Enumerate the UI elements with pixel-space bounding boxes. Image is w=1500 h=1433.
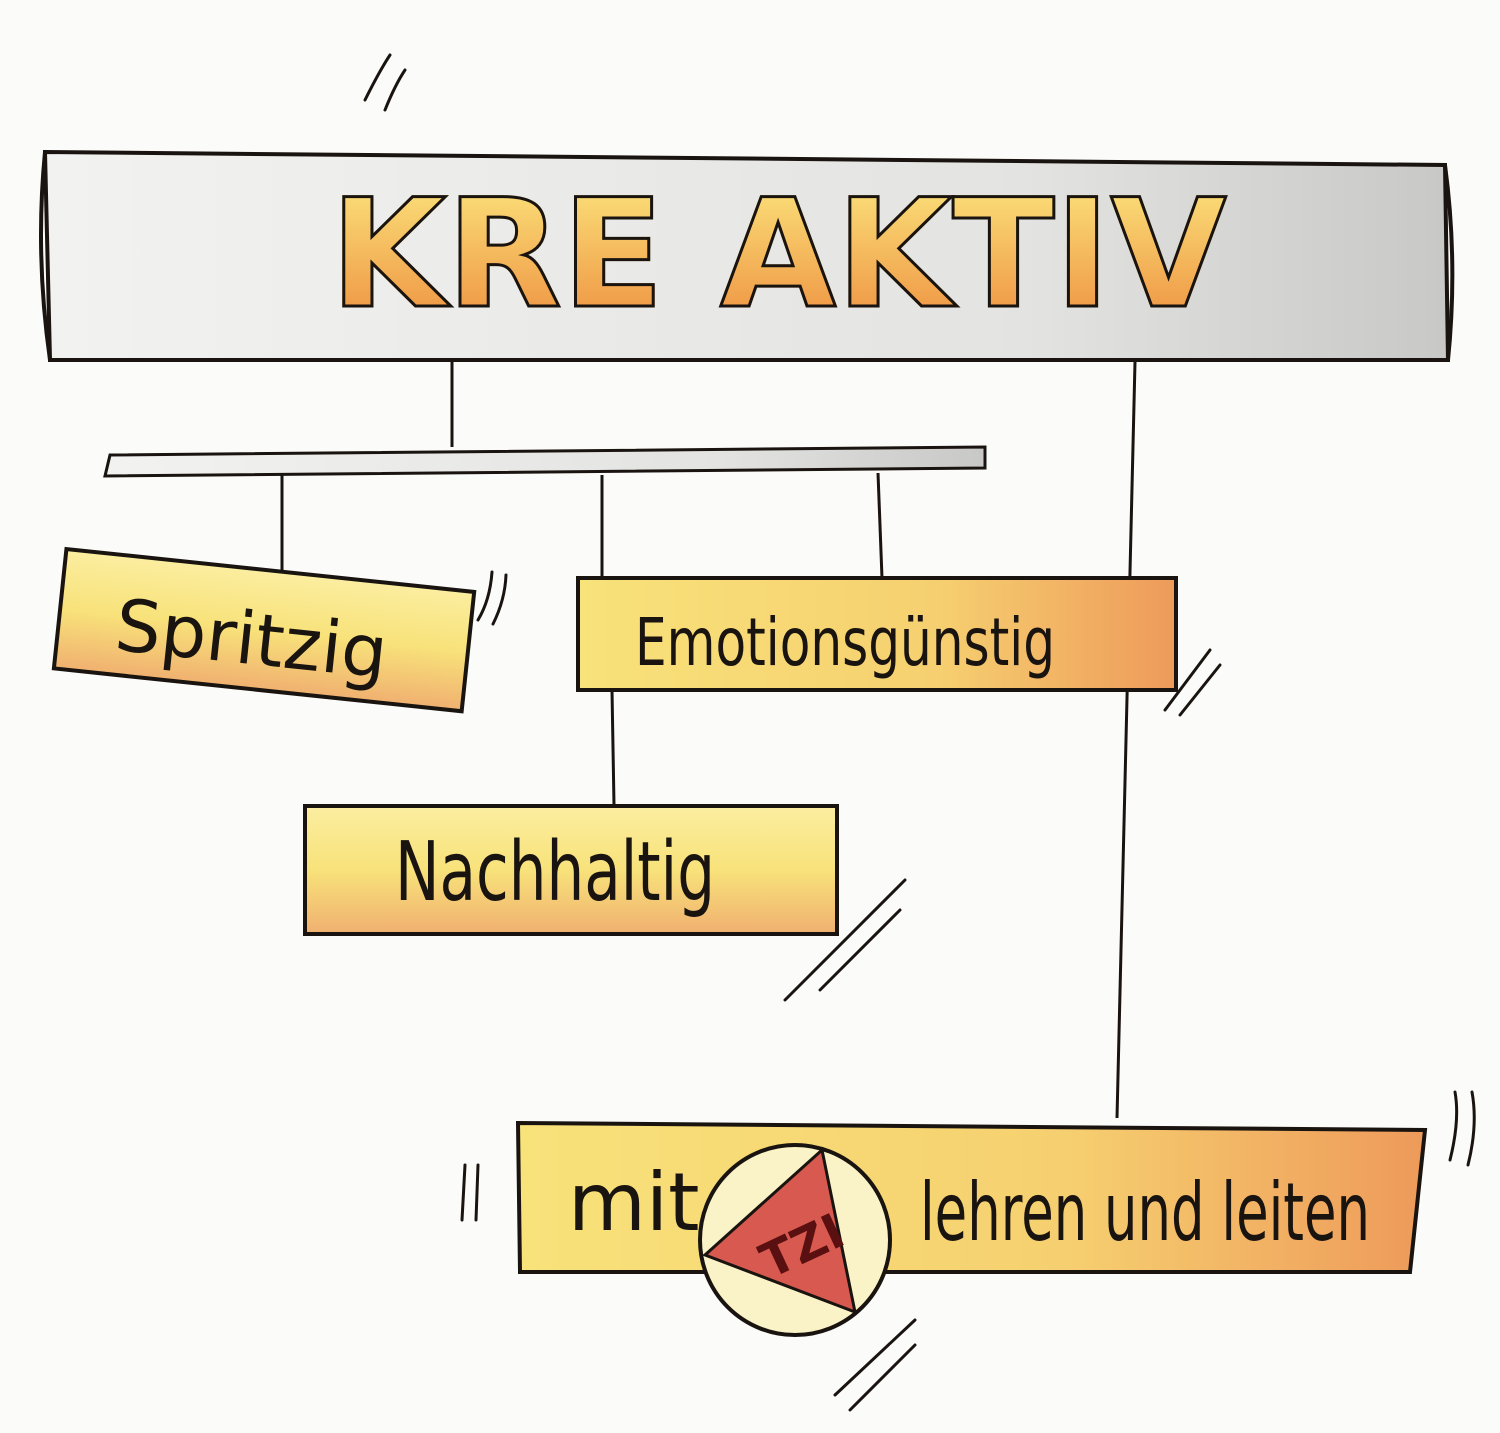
svg-text:mit: mit	[568, 1156, 700, 1249]
plank-nachhaltig: Nachhaltig	[303, 804, 839, 936]
hanging-strings	[280, 361, 1137, 1119]
middle-bar	[103, 445, 987, 478]
tzi-logo: TZI	[698, 1143, 892, 1337]
svg-text:lehren und leiten: lehren und leiten	[920, 1166, 1370, 1259]
svg-text:Nachhaltig: Nachhaltig	[395, 825, 715, 920]
plank-spritzig: Spritzig	[51, 546, 477, 714]
plank-tzi: mit lehren und leiten TZI	[515, 1120, 1428, 1337]
title-text: KRE	[328, 168, 665, 342]
plank-emotionsguenstig: Emotionsgünstig	[576, 576, 1178, 692]
title-bar	[39, 149, 1455, 362]
title-text: AKTIV	[719, 168, 1229, 342]
motion-lines	[363, 53, 1476, 1412]
svg-text:Emotionsgünstig: Emotionsgünstig	[635, 604, 1055, 681]
